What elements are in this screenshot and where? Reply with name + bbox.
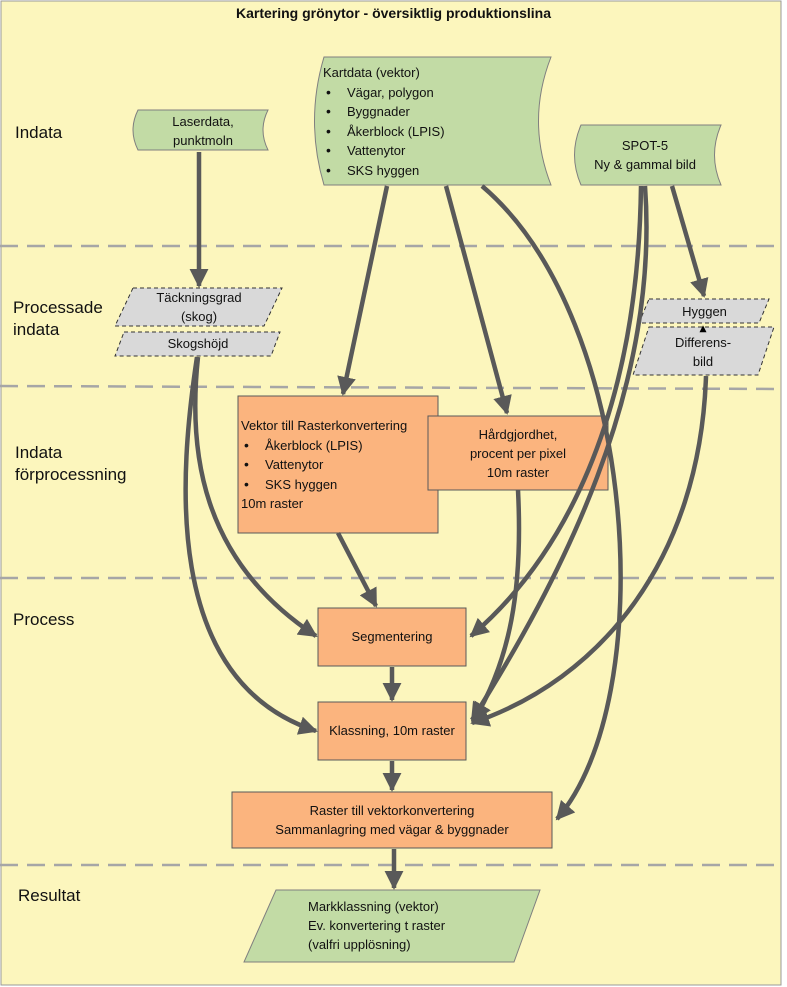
skogshojd-node	[114, 331, 281, 357]
spot5-label: SPOT-5 Ny & gammal bild	[594, 138, 696, 172]
vektor-item: Vattenytor	[241, 455, 437, 475]
arrow-hardgjordhet-klassning	[472, 489, 522, 722]
laserdata-label: Laserdata, punktmoln	[172, 114, 234, 148]
arrow-kart-hardgjordhet	[443, 185, 512, 415]
kartdata-item: Åkerblock (LPIS)	[323, 122, 548, 142]
arrow-spot-segmentering	[469, 185, 644, 638]
klassning-label: Klassning, 10m raster	[329, 723, 455, 738]
vektor-item: SKS hyggen	[241, 475, 437, 495]
spot5-node	[574, 124, 722, 186]
arrow-skogshojd-segmentering	[192, 356, 318, 638]
segmentering-node	[317, 607, 467, 667]
vektor-item: Åkerblock (LPIS)	[241, 436, 437, 456]
vektor-title: Vektor till Rasterkonvertering	[241, 418, 408, 433]
differensbild-node	[632, 326, 775, 376]
arrow-skogshojd-klassning	[183, 356, 318, 735]
klassning-node	[317, 701, 467, 761]
tackningsgrad-label: Täckningsgrad (skog)	[156, 290, 242, 324]
kartdata-item: Vägar, polygon	[323, 83, 548, 103]
raster-vektor-node	[231, 791, 553, 849]
stage-label-resultat: Resultat	[18, 886, 81, 905]
kartdata-item: SKS hyggen	[323, 161, 548, 181]
arrow-spot-klassning	[470, 185, 649, 722]
differensbild-label: Differens- bild	[674, 335, 732, 369]
hyggen-label: Hyggen	[682, 304, 727, 319]
arrow-spot-hyggen	[669, 185, 709, 298]
arrow-kart-raster	[480, 184, 623, 821]
stage-label-forprocessning: Indata förprocessning	[15, 443, 127, 484]
laserdata-node	[132, 109, 269, 151]
hardgjordhet-label: Hårdgjordhet, procent per pixel 10m rast…	[469, 427, 567, 480]
vektor-footer: 10m raster	[241, 496, 304, 511]
hyggen-node	[638, 298, 770, 324]
skogshojd-label: Skogshöjd	[167, 336, 229, 351]
diagram-title: Kartering grönytor - översiktlig produkt…	[235, 5, 552, 21]
stage-label-processade: Processade indata	[13, 298, 103, 339]
hardgjordhet-node	[427, 415, 609, 491]
kartdata-item: Byggnader	[323, 102, 548, 122]
arrow-vektor-segmentering	[336, 531, 378, 608]
markklassning-node	[243, 889, 541, 963]
tackningsgrad-node	[114, 287, 283, 327]
arrow-kart-vektor	[337, 185, 390, 396]
stage-label-process: Process	[13, 610, 75, 629]
vektor-label: Vektor till Rasterkonvertering Åkerblock…	[241, 416, 437, 514]
raster-vektor-label: Raster till vektorkonvertering Sammanlag…	[275, 803, 509, 837]
stage-label-indata: Indata	[15, 123, 63, 142]
arrow-differens-klassning	[470, 375, 709, 727]
markklassning-label: Markklassning (vektor) Ev. konvertering …	[308, 899, 446, 952]
segmentering-label: Segmentering	[351, 629, 433, 644]
kartdata-item: Vattenytor	[323, 141, 548, 161]
kartdata-label: Kartdata (vektor) Vägar, polygon Byggnad…	[323, 63, 548, 180]
kartdata-title: Kartdata (vektor)	[323, 65, 420, 80]
divider-2	[0, 384, 782, 391]
